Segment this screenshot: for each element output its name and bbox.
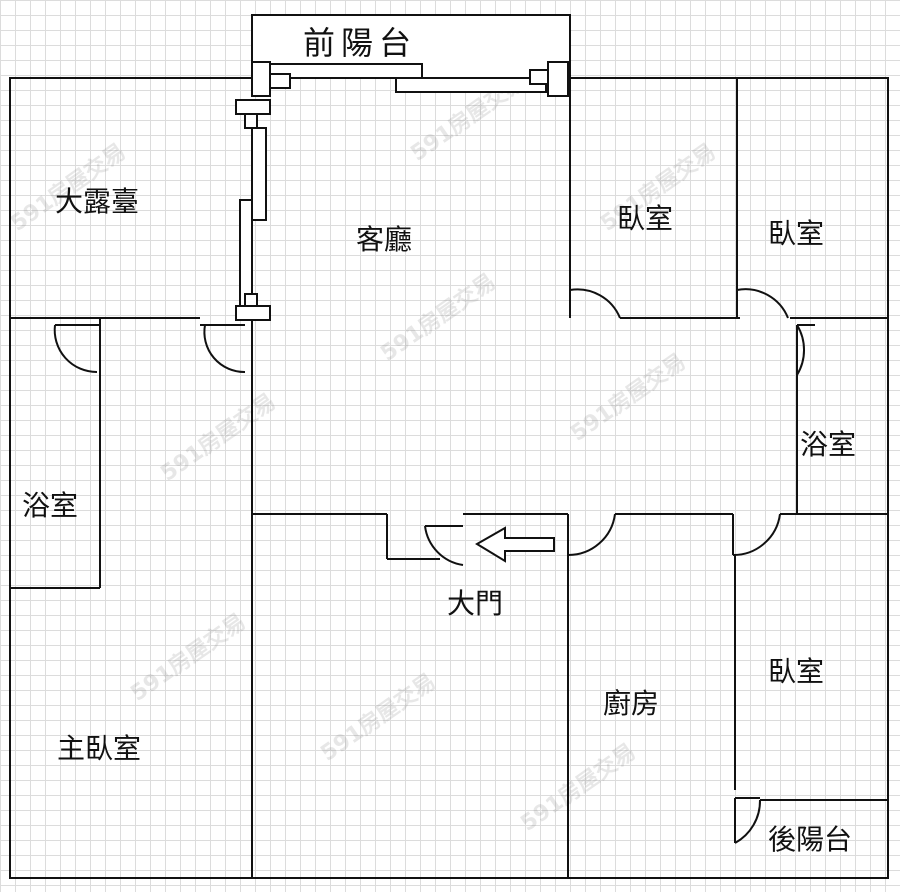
outer-walls bbox=[9, 14, 889, 879]
room-label-living-room: 客廳 bbox=[356, 223, 413, 256]
interior-walls bbox=[10, 78, 888, 878]
window-frame bbox=[235, 61, 569, 321]
room-label-bedroom-2: 臥室 bbox=[768, 217, 825, 250]
room-label-main-door: 大門 bbox=[447, 587, 504, 620]
room-label-bathroom-left: 浴室 bbox=[22, 489, 79, 522]
room-label-master-bedroom: 主臥室 bbox=[57, 732, 142, 765]
room-label-bedroom-3: 臥室 bbox=[768, 655, 825, 688]
room-label-bedroom-1: 臥室 bbox=[617, 202, 674, 235]
room-label-front-balcony: 前陽台 bbox=[303, 24, 418, 62]
room-label-big-terrace: 大露臺 bbox=[55, 185, 140, 218]
room-label-bathroom-right: 浴室 bbox=[800, 428, 857, 461]
room-label-back-balcony: 後陽台 bbox=[768, 823, 853, 856]
doors bbox=[53, 288, 815, 844]
room-label-kitchen: 廚房 bbox=[603, 687, 660, 720]
entrance-arrow-icon bbox=[475, 526, 555, 563]
